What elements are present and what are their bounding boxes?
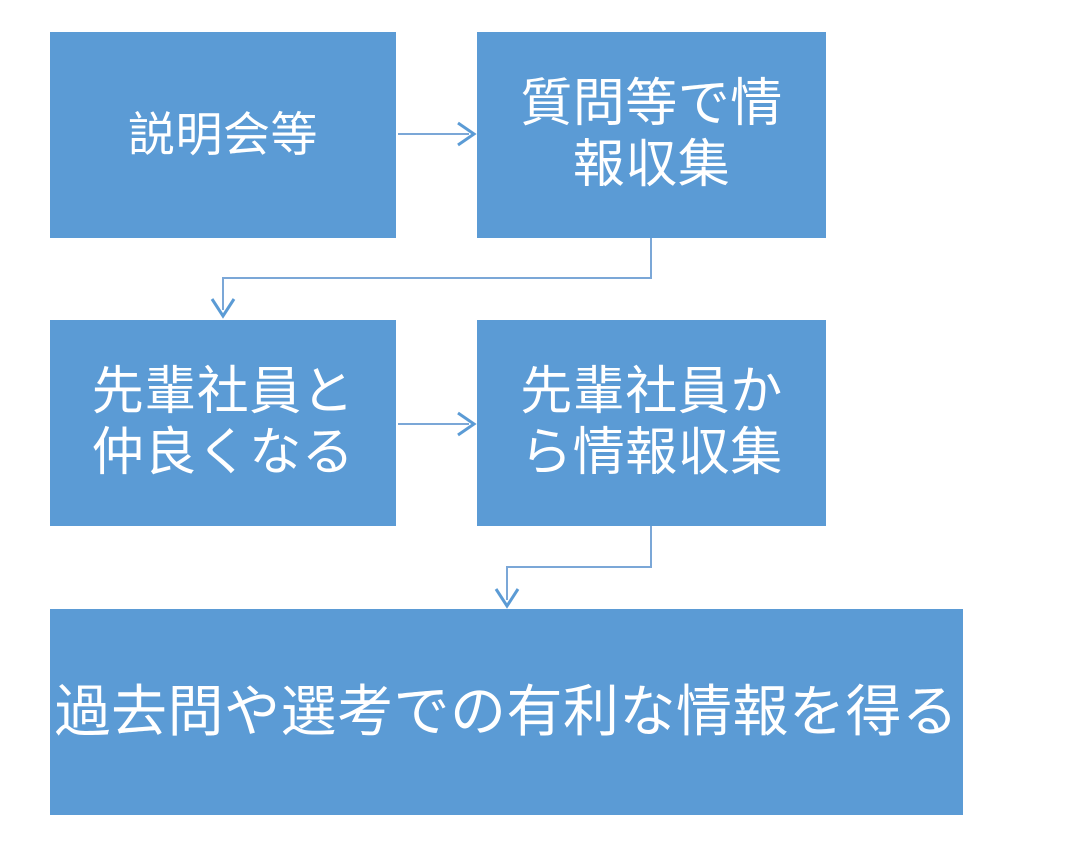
arrowhead-right-icon xyxy=(457,411,477,437)
node-befriend-seniors[interactable]: 先輩社員と 仲良くなる xyxy=(50,320,396,526)
connector-briefing-to-questions xyxy=(398,121,477,147)
node-briefing[interactable]: 説明会等 xyxy=(50,32,396,238)
node-collect-by-questions[interactable]: 質問等で情 報収集 xyxy=(477,32,826,238)
connector-questions-to-befriend xyxy=(210,238,652,319)
connector-line xyxy=(506,526,652,600)
node-outcome[interactable]: 過去問や選考での有利な情報を得る xyxy=(50,609,963,815)
arrowhead-right-icon xyxy=(457,121,477,147)
connector-line xyxy=(222,238,652,310)
arrowhead-down-icon xyxy=(494,588,520,609)
arrowhead-down-icon xyxy=(210,298,236,319)
connector-befriend-to-collect xyxy=(398,411,477,437)
node-collect-from-seniors[interactable]: 先輩社員か ら情報収集 xyxy=(477,320,826,526)
connector-collect-to-outcome xyxy=(494,526,652,609)
